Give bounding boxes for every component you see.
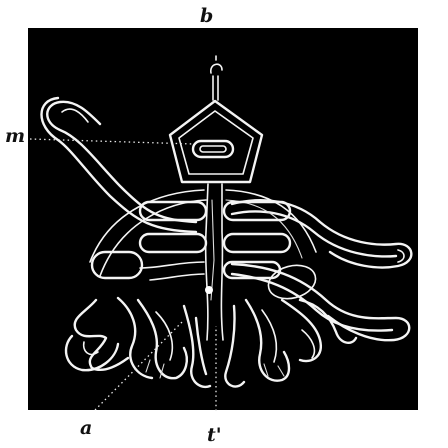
label-a: a <box>80 417 92 439</box>
label-m: m <box>5 125 25 147</box>
label-t-prime: t' <box>207 424 222 446</box>
central-dot <box>205 286 213 294</box>
label-b: b <box>200 5 213 27</box>
